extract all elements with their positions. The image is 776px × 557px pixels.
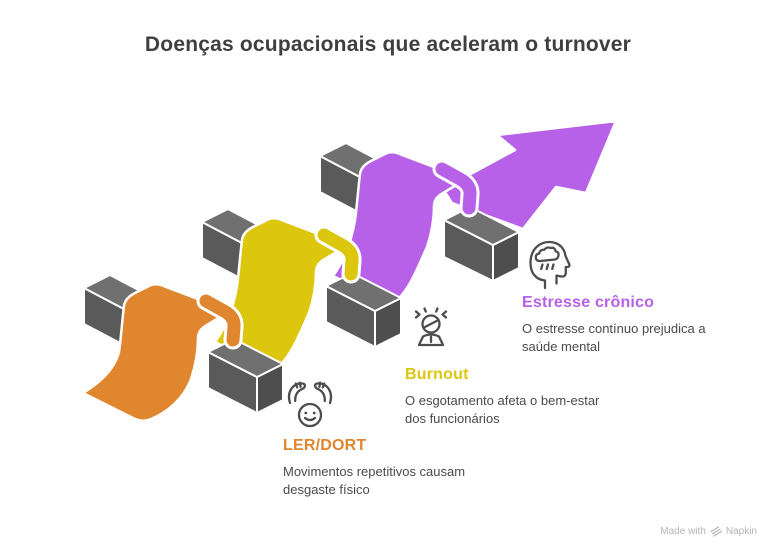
napkin-logo-icon bbox=[710, 526, 722, 537]
turnover-arrow bbox=[441, 119, 618, 231]
ribbon-fold-2 bbox=[317, 228, 359, 281]
watermark-prefix: Made with bbox=[660, 525, 706, 537]
stage-burnout: Burnout O esgotamento afeta o bem-estar … bbox=[405, 306, 625, 428]
head-rain-cloud-icon bbox=[529, 240, 571, 290]
massage-hands-face-icon bbox=[287, 381, 333, 428]
ribbon-fold-1 bbox=[199, 294, 241, 347]
stage-label: Estresse crônico bbox=[522, 294, 655, 311]
stressed-person-icon bbox=[414, 307, 448, 347]
page-title: Doenças ocupacionais que aceleram o turn… bbox=[144, 33, 632, 56]
obstacle-bar-2 bbox=[201, 208, 402, 348]
stage-estresse-cronico: Estresse crônico O estresse contínuo pre… bbox=[522, 232, 742, 356]
stage-label: Burnout bbox=[405, 366, 469, 383]
stage-description: O estresse contínuo prejudica a saúde me… bbox=[522, 321, 706, 354]
watermark: Made with Napkin bbox=[660, 525, 757, 537]
stage-ler-dort: LER/DORT Movimentos repetitivos causam d… bbox=[283, 377, 503, 499]
stage-description: Movimentos repetitivos causam desgaste f… bbox=[283, 464, 466, 497]
ribbon-fold-3 bbox=[435, 162, 477, 215]
stage-label: LER/DORT bbox=[283, 437, 367, 454]
watermark-brand: Napkin bbox=[725, 525, 757, 537]
stage-description: O esgotamento afeta o bem-estar dos func… bbox=[405, 393, 600, 426]
